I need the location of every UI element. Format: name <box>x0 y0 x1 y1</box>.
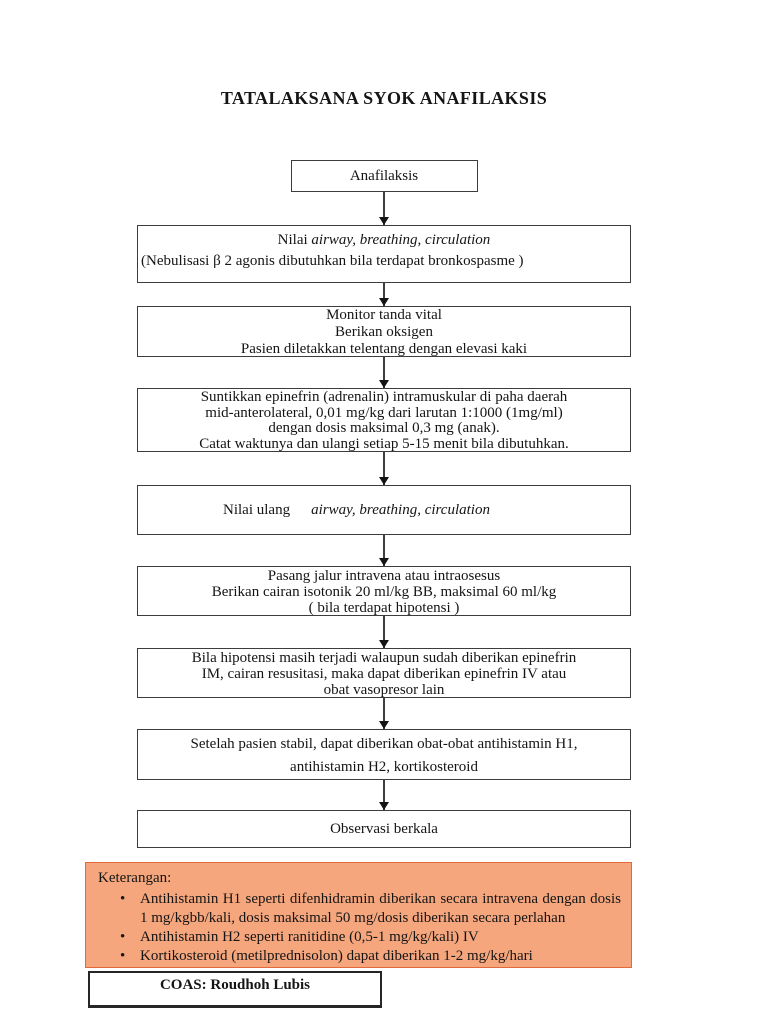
flow-arrow-down-icon <box>383 452 385 485</box>
monitor-line: Pasien diletakkan telentang dengan eleva… <box>240 341 528 357</box>
stable-line: antihistamin H2, kortikosteroid <box>290 759 478 775</box>
list-item: • Antihistamin H2 seperti ranitidine (0,… <box>98 928 621 947</box>
flow-node-iv-fluids: Pasang jalur intravena atau intraosesus … <box>137 566 631 616</box>
author-box: COAS: Roudhoh Lubis <box>88 971 382 1008</box>
list-item: • Kortikosteroid (metilprednisolon) dapa… <box>98 947 621 966</box>
flow-arrow-down-icon <box>383 535 385 566</box>
iv-fluids-line: Pasang jalur intravena atau intraosesus <box>267 568 501 584</box>
flow-node-reassess: Nilai ulang airway, breathing, circulati… <box>137 485 631 535</box>
flow-arrow-down-icon <box>383 283 385 306</box>
epinephrine-line: mid-anterolateral, 0,01 mg/kg dari larut… <box>205 404 563 421</box>
note-text: Antihistamin H2 seperti ranitidine (0,5-… <box>140 929 479 945</box>
reassess-prefix: Nilai ulang <box>223 501 291 518</box>
flow-node-hypotension: Bila hipotensi masih terjadi walaupun su… <box>137 648 631 698</box>
flow-node-label: Anafilaksis <box>349 167 419 184</box>
observe-label: Observasi berkala <box>330 820 438 837</box>
assess-line1-italic: airway, breathing, circulation <box>311 232 491 248</box>
list-item: • Antihistamin H1 seperti difenhidramin … <box>98 890 621 928</box>
flow-node-anafilaksis: Anafilaksis <box>290 160 478 192</box>
flow-node-epinephrine: Suntikkan epinefrin (adrenalin) intramus… <box>137 388 631 452</box>
page-title: TATALAKSANA SYOK ANAFILAKSIS <box>220 88 548 108</box>
flow-node-assess-abc: Nilai airway, breathing, circulation (Ne… <box>137 225 631 283</box>
flow-arrow-down-icon <box>383 357 385 388</box>
stable-line: Setelah pasien stabil, dapat diberikan o… <box>190 736 578 752</box>
flow-arrow-down-icon <box>383 698 385 729</box>
flow-node-observe: Observasi berkala <box>137 810 631 848</box>
flow-arrow-down-icon <box>383 616 385 648</box>
hypotension-line: obat vasopresor lain <box>323 682 445 698</box>
notes-panel: Keterangan: • Antihistamin H1 seperti di… <box>85 862 632 968</box>
notes-list: • Antihistamin H1 seperti difenhidramin … <box>98 890 621 966</box>
flow-arrow-down-icon <box>383 192 385 225</box>
bullet-icon: • <box>120 948 126 964</box>
notes-heading: Keterangan: <box>98 870 172 886</box>
assess-line1: Nilai airway, breathing, circulation <box>138 230 630 251</box>
monitor-line: Berikan oksigen <box>335 324 433 340</box>
iv-fluids-line: Berikan cairan isotonik 20 ml/kg BB, mak… <box>211 584 557 600</box>
note-text: Antihistamin H1 seperti difenhidramin di… <box>140 891 621 926</box>
assess-line2: (Nebulisasi β 2 agonis dibutuhkan bila t… <box>141 253 524 269</box>
epinephrine-line: Suntikkan epinefrin (adrenalin) intramus… <box>200 389 568 405</box>
note-text: Kortikosteroid (metilprednisolon) dapat … <box>140 948 533 964</box>
reassess-italic: airway, breathing, circulation <box>311 501 490 518</box>
author-label: COAS: Roudhoh Lubis <box>159 977 311 993</box>
flow-arrow-down-icon <box>383 780 385 810</box>
bullet-icon: • <box>120 929 126 945</box>
assess-line1-prefix: Nilai <box>277 232 312 248</box>
bullet-icon: • <box>120 891 126 907</box>
hypotension-line: IM, cairan resusitasi, maka dapat diberi… <box>201 666 567 682</box>
epinephrine-line: Catat waktunya dan ulangi setiap 5-15 me… <box>199 435 569 452</box>
iv-fluids-line: ( bila terdapat hipotensi ) <box>308 600 460 616</box>
hypotension-line: Bila hipotensi masih terjadi walaupun su… <box>191 650 577 666</box>
flow-node-stable: Setelah pasien stabil, dapat diberikan o… <box>137 729 631 780</box>
epinephrine-line: dengan dosis maksimal 0,3 mg (anak). <box>268 420 500 436</box>
flow-node-monitor: Monitor tanda vital Berikan oksigen Pasi… <box>137 306 631 357</box>
monitor-line: Monitor tanda vital <box>326 307 442 323</box>
